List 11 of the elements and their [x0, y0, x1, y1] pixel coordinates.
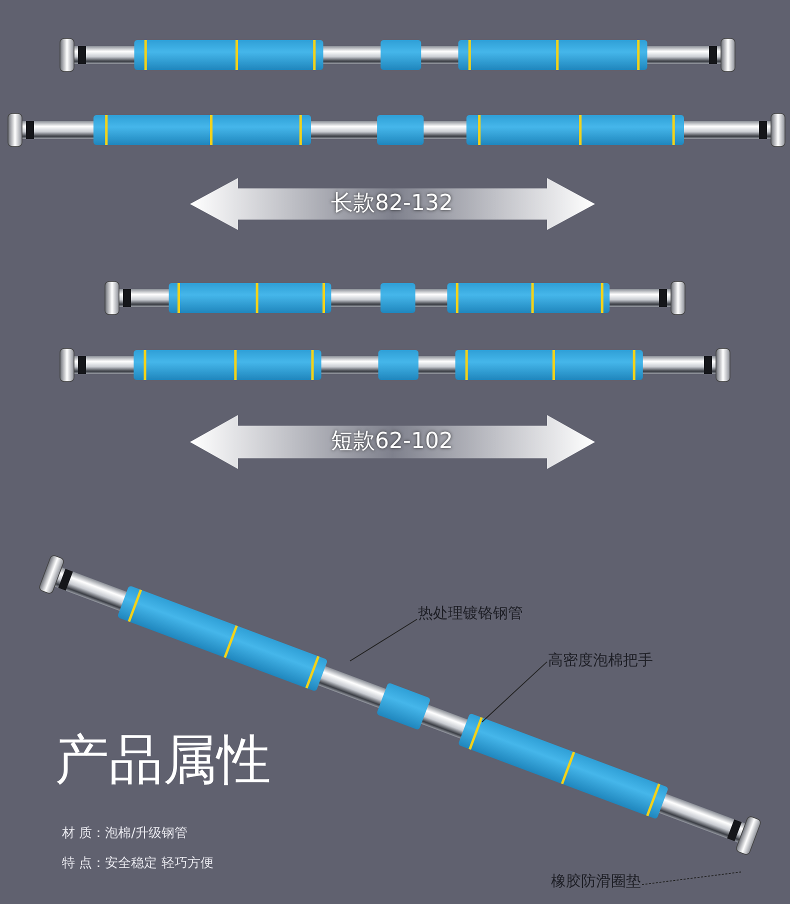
part-label: 高密度泡棉把手 — [548, 651, 653, 669]
section-heading: 产品属性 — [55, 728, 271, 793]
length-label: 长款82-132 — [331, 190, 453, 218]
part-label: 热处理镀铬钢管 — [418, 604, 523, 622]
part-label: 橡胶防滑圈垫 — [551, 872, 641, 890]
spec-text: 材 质：泡棉/升级钢管 — [62, 826, 188, 842]
spec-text: 特 点：安全稳定 轻巧方便 — [62, 856, 214, 872]
leader-line — [642, 872, 742, 886]
length-label: 短款62-102 — [331, 428, 453, 456]
leader-line — [482, 661, 548, 722]
leader-line — [350, 618, 418, 662]
